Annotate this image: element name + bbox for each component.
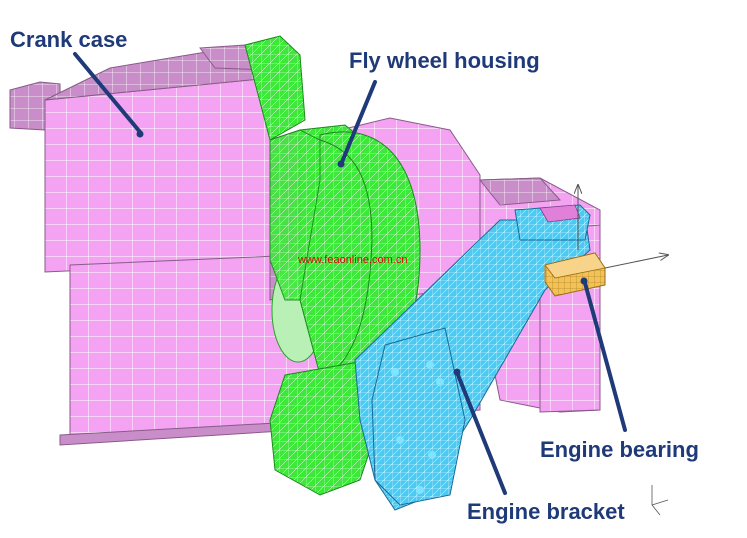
fly-wheel-housing-leader: [340, 80, 377, 164]
engine-bracket-leader: [456, 373, 507, 495]
fly-wheel-housing-part: [244, 35, 421, 496]
watermark-text: www.feaonline.com.cn: [298, 254, 408, 266]
engine-bracket-label: Engine bracket: [467, 499, 625, 524]
fly-wheel-housing-leader-dot: [337, 160, 345, 168]
leader-lines: [73, 52, 627, 495]
engine-bearing-part: [544, 252, 606, 297]
engine-bearing-leader-dot: [580, 277, 588, 285]
bearing-axes-icon: [578, 185, 668, 269]
engine-bracket-part: [354, 204, 591, 511]
crank-case-leader: [73, 52, 142, 134]
engine-bearing-leader: [583, 281, 627, 432]
global-axis-triad-icon: [651, 485, 669, 516]
fly-wheel-housing-label: Fly wheel housing: [349, 48, 540, 73]
crank-case-leader-dot: [136, 130, 144, 138]
crank-case-label: Crank case: [10, 27, 128, 52]
engine-bracket-leader-dot: [453, 368, 461, 376]
engine-bearing-label: Engine bearing: [540, 437, 699, 462]
